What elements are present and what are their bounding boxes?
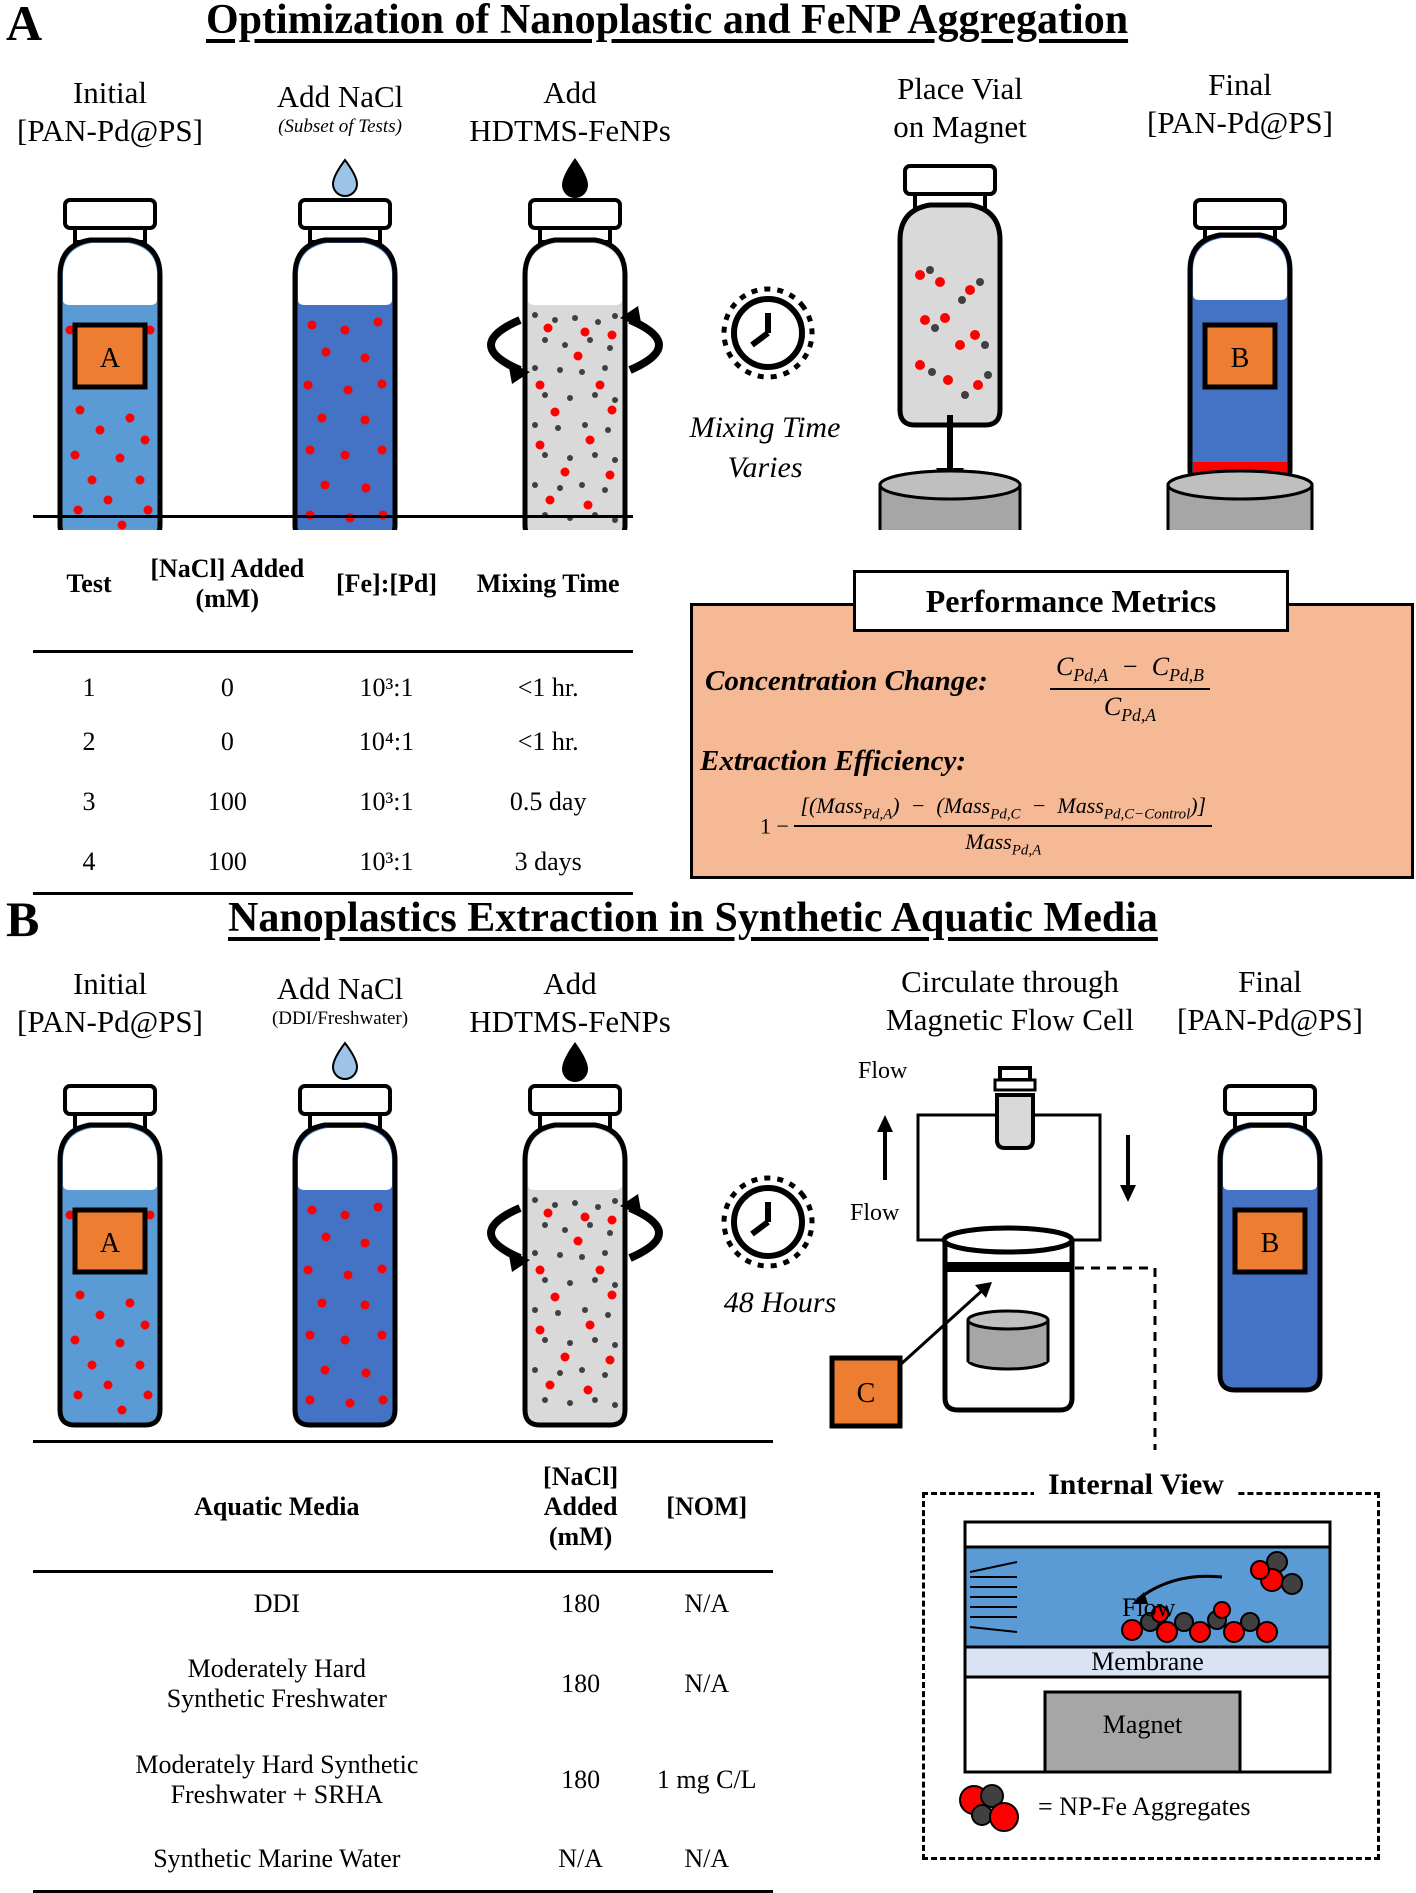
clock-icon-a	[721, 286, 815, 380]
vial-label-box-a1	[72, 322, 148, 390]
concentration-change-label: Concentration Change:	[705, 665, 988, 697]
th-nacl-b: [NaCl] Added (mM)	[543, 1461, 619, 1551]
vial-final-a: B	[1166, 198, 1314, 530]
th-nacl: [NaCl] Added (mM)	[150, 554, 305, 613]
th-fe-pd: [Fe]:[Pd]	[335, 569, 438, 598]
th-aquatic-media: Aquatic Media	[194, 1491, 360, 1521]
vial-label-b1: A	[100, 1228, 121, 1259]
vial-hdtms-b	[522, 1084, 628, 1428]
step-final-a: Final[PAN-Pd@PS]	[1147, 67, 1333, 140]
extraction-efficiency-formula: 1 − [(MassPd,A) − (MassPd,C − MassPd,C−C…	[760, 793, 1213, 860]
vial-initial-a: A	[57, 198, 163, 530]
iv-flow-label: Flow	[1122, 1593, 1176, 1622]
th-nom: [NOM]	[666, 1491, 748, 1521]
th-test: Test	[66, 569, 112, 598]
vial-label-a1: A	[100, 343, 121, 374]
panel-b-illustration: A	[57, 1041, 1323, 1450]
rotate-arrow-right-icon-b	[628, 1204, 663, 1262]
vial-label-c: C	[857, 1378, 876, 1409]
panel-b-letter: B	[6, 891, 40, 947]
performance-metrics-box	[690, 603, 1414, 879]
th-mixing: Mixing Time	[476, 569, 620, 598]
rotate-arrow-right-icon	[628, 316, 663, 374]
aggregate-legend-icon	[959, 1784, 1019, 1832]
aggregates-a4	[915, 266, 992, 399]
iv-magnet-label: Magnet	[1102, 1710, 1183, 1739]
step-initial-a: Initial[PAN-Pd@PS]	[17, 75, 203, 148]
vial-final-b: B	[1217, 1084, 1323, 1393]
fenp-drop-icon-b	[562, 1042, 588, 1082]
iv-membrane-label: Membrane	[1091, 1647, 1204, 1676]
iron-particles-a3	[532, 312, 618, 523]
vial-magnet-a	[878, 164, 1022, 530]
particles-a3	[535, 323, 617, 510]
panel-b-title: Nanoplastics Extraction in Synthetic Aqu…	[228, 895, 1158, 941]
step-add-nacl-a: Add NaCl (Subset of Tests)	[276, 79, 404, 137]
panel-a-illustration: A	[57, 158, 1314, 530]
performance-metrics-title: Performance Metrics	[853, 570, 1289, 632]
clock-icon-b	[721, 1175, 815, 1269]
rotate-arrow-left-icon	[487, 316, 522, 374]
vial-hdtms-a	[522, 198, 628, 530]
magnetic-flow-cell: C	[829, 1066, 1157, 1450]
vial-nacl-a	[292, 198, 398, 530]
table-panel-b: Aquatic Media [NaCl] Added (mM) [NOM] DD…	[33, 1440, 773, 1893]
step-add-nacl-b: Add NaCl (DDI/Freshwater)	[271, 971, 409, 1029]
extraction-efficiency-label: Extraction Efficiency:	[700, 745, 967, 777]
panel-a-letter: A	[6, 0, 43, 51]
flow-label-right: Flow	[858, 1058, 908, 1084]
particles-a1	[65, 325, 155, 530]
step-initial-b: Initial[PAN-Pd@PS]	[17, 966, 203, 1039]
table-row: Moderately Hard Synthetic Freshwater + S…	[135, 1749, 757, 1809]
vial-initial-b: A	[57, 1084, 163, 1428]
step-final-b: Final[PAN-Pd@PS]	[1177, 964, 1363, 1037]
vial-nacl-b	[292, 1084, 398, 1428]
rotate-arrow-left-icon-b	[487, 1204, 522, 1262]
flow-label-left: Flow	[850, 1200, 900, 1226]
internal-view-illustration	[959, 1520, 1332, 1832]
water-drop-icon-b	[331, 1041, 359, 1080]
vial-label-b: B	[1231, 343, 1250, 374]
water-drop-icon	[331, 158, 359, 197]
vial-label-b-final: B	[1261, 1228, 1280, 1259]
iv-legend-label: = NP-Fe Aggregates	[1038, 1792, 1251, 1821]
fenp-drop-icon	[562, 158, 588, 198]
internal-view-title: Internal View	[1034, 1468, 1238, 1502]
particles-a2	[303, 317, 388, 523]
panel-a-title: Optimization of Nanoplastic and FeNP Agg…	[206, 0, 1129, 43]
hours-label: 48 Hours	[723, 1286, 837, 1319]
table-panel-a: Test [NaCl] Added (mM) [Fe]:[Pd] Mixing …	[33, 515, 633, 895]
